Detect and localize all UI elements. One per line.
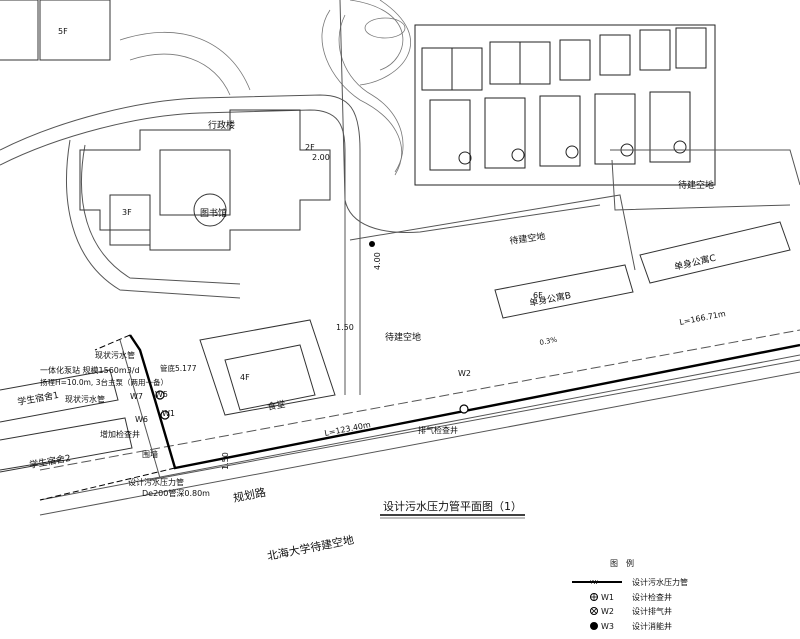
legend-symbol-w1: W1	[601, 593, 614, 602]
legend-item-energy: 设计消能井	[632, 621, 672, 631]
library-label: 图书馆	[200, 207, 227, 219]
site-linework	[0, 0, 800, 516]
legend-item-manhole: 设计检查井	[632, 592, 672, 602]
well-w6: W6	[135, 415, 148, 424]
legend-symbol-w3: W3	[601, 622, 614, 631]
pressure-pipe-note: 设计污水压力管	[128, 477, 184, 487]
pipe-length-1: L=123.40m	[324, 420, 372, 438]
vent-well-note: 排气检查井	[418, 425, 458, 435]
existing-pipe-note-2: 现状污水管	[65, 394, 105, 404]
dim-400: 4.00	[373, 252, 382, 270]
dim-150: 1.50	[336, 323, 354, 332]
vacant-land-2: 待建空地	[509, 230, 546, 247]
floor-label-2f: 2F	[305, 143, 315, 152]
legend-item-pipe: 设计污水压力管	[632, 577, 688, 587]
pump-spec-note: 扬程H=10.0m, 3台主泵（两用一备）	[40, 377, 168, 387]
well-w1: W1	[162, 409, 175, 418]
floor-label-6f: 6F	[533, 291, 543, 300]
legend-symbol-w2: W2	[601, 607, 614, 616]
well-w2: W2	[458, 369, 471, 378]
existing-pipe-note: 现状污水管	[95, 350, 135, 360]
south-area-label: 北海大学待建空地	[266, 532, 355, 563]
pump-station-note: 一体化泵站 规模1560m3/d	[40, 365, 140, 375]
pipe-length-2: L=166.71m	[679, 309, 727, 327]
wall-note: 围墙	[142, 449, 158, 459]
pipe-spec-note: De200管深0.80m	[142, 488, 210, 498]
legend-title: 图 例	[610, 558, 634, 568]
vacant-land-3: 待建空地	[385, 331, 421, 343]
legend-item-vent: 设计排气井	[632, 606, 672, 616]
vacant-land-1: 待建空地	[678, 179, 714, 191]
canteen-label: 食堂	[266, 398, 286, 413]
road-name: 规划路	[232, 485, 267, 505]
student-dorm-2-label: 学生宿舍2	[28, 452, 71, 471]
new-manhole-note: 增加检查井	[100, 429, 140, 439]
student-dorm-1-label: 学生宿舍1	[16, 389, 59, 408]
well-w5: W5	[155, 390, 168, 399]
legend: 图 例 YW 设计污水压力管 W1 设计检查井 W2 设计排气井 W3 设计消能…	[572, 558, 688, 631]
floor-label-3f: 3F	[122, 208, 132, 217]
basketball-courts	[429, 91, 691, 171]
slope-label: 0.3%	[539, 336, 558, 347]
floor-label-4f: 4F	[240, 373, 250, 382]
dorm-c-label: 单身公寓C	[673, 252, 717, 273]
tennis-courts	[421, 27, 707, 91]
drawing-title: 设计污水压力管平面图（1）	[383, 499, 522, 513]
admin-label: 行政楼	[208, 119, 235, 131]
pressure-pipe	[39, 241, 800, 501]
dim-200: 2.00	[312, 153, 330, 162]
well-w7: W7	[130, 392, 143, 401]
dim-150b: 1.50	[221, 452, 230, 470]
floor-label-5f: 5F	[58, 27, 68, 36]
pipe-bottom-note: 管底5.177	[160, 363, 197, 373]
legend-symbol-yw: YW	[589, 580, 598, 586]
